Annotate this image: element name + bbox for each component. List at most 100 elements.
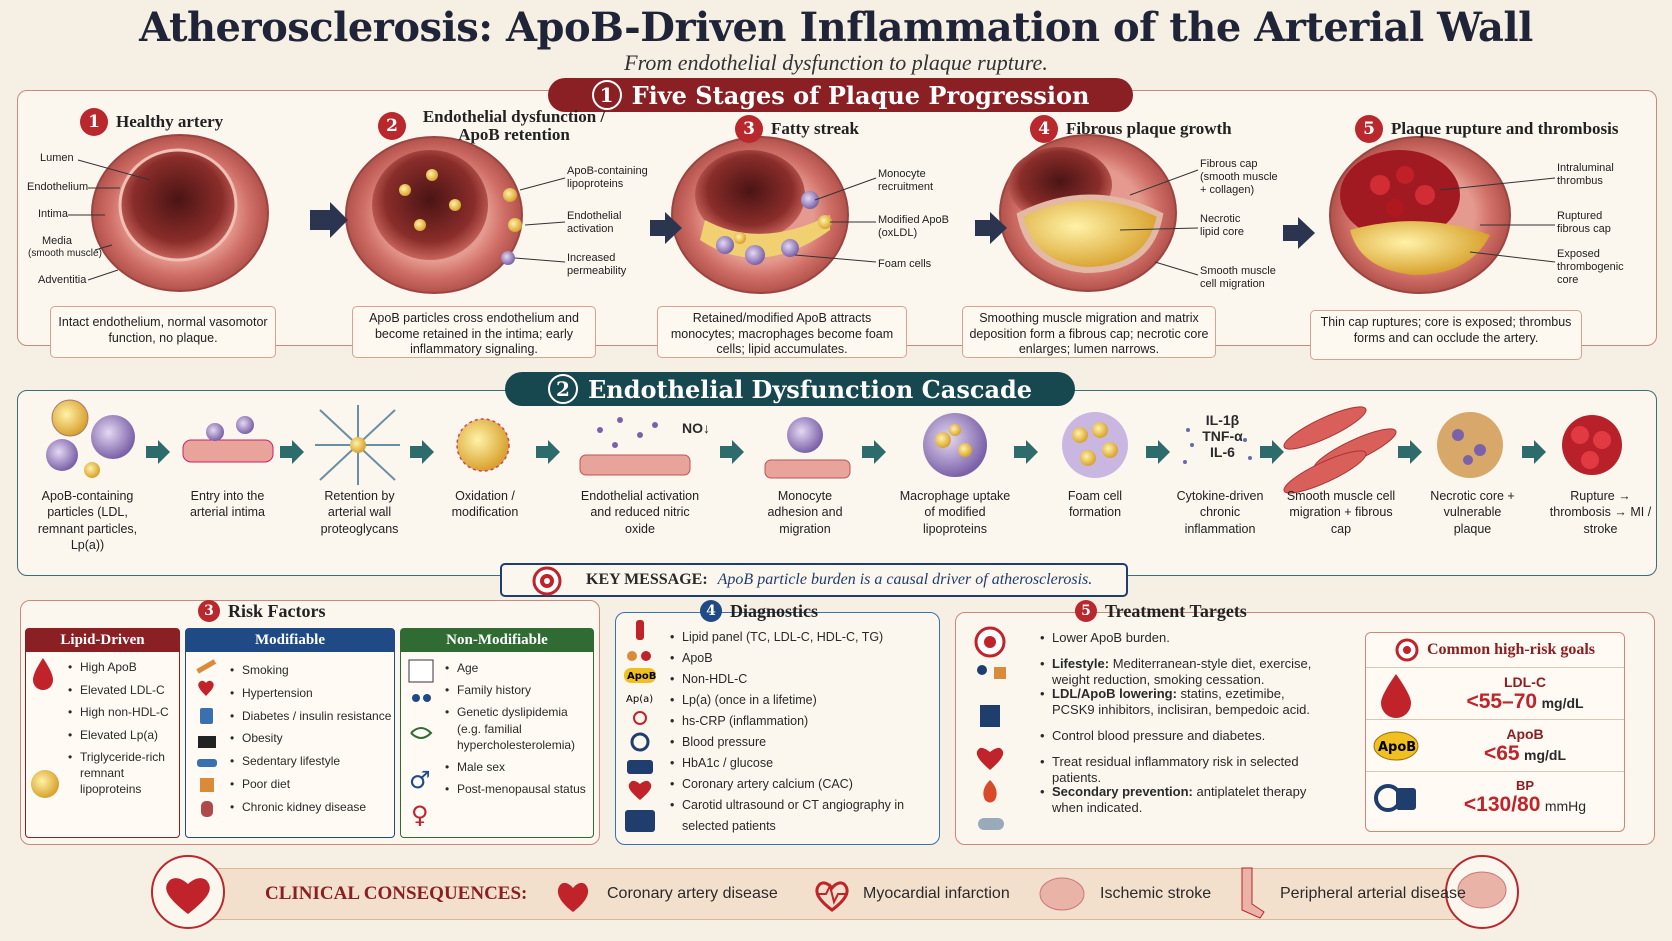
heart-icon [198, 680, 214, 696]
female-icon: ♀ [411, 801, 429, 829]
fibrous-plaque-illustration [999, 134, 1177, 292]
treatment-item-bold: LDL/ApoB lowering: [1052, 686, 1177, 701]
modifiable-risk-item: Sedentary lifestyle [230, 750, 394, 773]
brain-icon [1039, 877, 1085, 911]
diagnostic-item: HbA1c / glucose [670, 753, 935, 774]
goal-ldl-value: <55–70 [1466, 689, 1538, 713]
stage5-title-text: Plaque rupture and thrombosis [1391, 119, 1619, 138]
treatment-icons [974, 626, 1006, 830]
label-media-sub: (smooth muscle) [28, 248, 102, 259]
stage3-caption: Retained/modified ApoB attracts monocyte… [657, 306, 907, 358]
lipid-risk-item: Elevated Lp(a) [68, 728, 179, 744]
nonmodifiable-list: AgeFamily historyGenetic dyslipidemia (e… [401, 652, 593, 798]
nonmodifiable-header: Non-Modifiable [401, 629, 593, 652]
consequence-stroke: Ischemic stroke [1100, 885, 1212, 902]
goal-ldl-value-row: <55–70 mg/dL [1426, 690, 1624, 714]
goal-bp-name: BP [1515, 778, 1535, 793]
label-endothelial-activation: Endothelial activation [567, 210, 622, 236]
scale-icon [198, 736, 216, 748]
bullet: • [1040, 656, 1045, 671]
ultrasound-icon [625, 810, 655, 832]
test-tube-icon [636, 620, 644, 640]
goals-title: Common high-risk goals [1426, 641, 1596, 658]
label-foam-cells: Foam cells [878, 258, 932, 270]
crp-icon [633, 711, 647, 725]
stage5-caption: Thin cap ruptures; core is exposed; thro… [1310, 310, 1582, 360]
cascade-step-8: Foam cell formation [1067, 489, 1123, 520]
diagnostics-list: Lipid panel (TC, LDL-C, HDL-C, TG)ApoBNo… [670, 627, 935, 837]
cytokine-tnfa: TNF-α [1202, 428, 1243, 445]
key-message-text: ApoB particle burden is a causal driver … [717, 571, 1093, 588]
cigarette-icon [196, 659, 217, 674]
goal-apob-value: <65 [1483, 741, 1520, 765]
consequence-pad: Peripheral arterial disease [1280, 885, 1466, 902]
lipid-column: Lipid-Driven High ApoBElevated LDL-CHigh… [25, 628, 180, 838]
lipid-icons [31, 658, 59, 798]
label-adventitia: Adventitia [38, 274, 87, 286]
goal-apob-unit: mg/dL [1524, 746, 1567, 763]
cascade-step-3: Retention by arterial wall proteoglycans [320, 489, 399, 536]
bullet: • [1040, 784, 1045, 799]
label-endothelium: Endothelium [27, 181, 89, 193]
rupture-artery-illustration [1329, 136, 1511, 294]
lipoprotein-icon [31, 770, 59, 798]
stage4-number: 4 [1030, 115, 1058, 143]
fatty-streak-illustration [671, 136, 849, 294]
diagnostic-item: hs-CRP (inflammation) [670, 711, 935, 732]
treatment-item-text: antiplatelet therapy when indicated. [1052, 784, 1307, 816]
treatment-title-text: Treatment Targets [1105, 600, 1247, 621]
blood-drop-icon [33, 658, 53, 690]
risk-title-text: Risk Factors [228, 600, 326, 621]
treatment-title: 5 Treatment Targets [1075, 600, 1247, 622]
modifiable-risk-item: Obesity [230, 727, 394, 750]
male-icon: ♂ [409, 766, 431, 794]
family-icon [412, 694, 420, 702]
target-icon [1395, 638, 1419, 662]
stage2-title-text: Endothelial dysfunction / ApoB retention [422, 107, 606, 144]
lpa-icon-text: Ap(a) [626, 694, 653, 705]
goal-bp: BP <130/80 mmHg [1366, 771, 1624, 823]
section1-title: Five Stages of Plaque Progression [631, 80, 1090, 110]
no-decrease-label: NO↓ [682, 420, 710, 436]
page-subtitle: From endothelial dysfunction to plaque r… [624, 50, 1048, 75]
stage5-number: 5 [1355, 115, 1383, 143]
cascade-step-9: Cytokine-driven chronic inflammation [1176, 489, 1264, 536]
label-monocyte-recruitment: Monocyte recruitment [878, 168, 934, 194]
label-intima: Intima [38, 208, 68, 220]
goal-apob: ApoB ApoB <65 mg/dL [1366, 719, 1624, 771]
stage4-caption: Smoothing muscle migration and matrix de… [962, 306, 1216, 358]
stage2-number: 2 [378, 111, 406, 140]
diagnostic-item: ApoB [670, 648, 935, 669]
cascade-step-1: ApoB-containing particles (LDL, remnant … [37, 489, 138, 552]
bp-cuff-icon [630, 732, 650, 752]
key-message-label: KEY MESSAGE: [586, 571, 708, 588]
cytokine-labels: IL-1β TNF-α IL-6 [1195, 412, 1250, 460]
modifiable-risk-item: Smoking [230, 659, 394, 682]
diagnostics-title-text: Diagnostics [730, 600, 819, 621]
heart-icon [557, 882, 589, 912]
treatment-item: •LDL/ApoB lowering: statins, ezetimibe, … [1040, 686, 1330, 719]
healthy-artery-illustration [91, 134, 269, 292]
cascade-step-11: Necrotic core + vulnerable plaque [1430, 489, 1515, 536]
cytokine-il1b: IL-1β [1205, 412, 1240, 428]
stage1-title-text: Healthy artery [116, 112, 224, 131]
diagnostic-item: Non-HDL-C [670, 669, 935, 690]
diagnostic-item: Carotid ultrasound or CT angiography in … [670, 795, 935, 837]
page-title: Atherosclerosis: ApoB-Driven Inflammatio… [139, 4, 1533, 51]
consequence-cad: Coronary artery disease [607, 885, 778, 902]
label-apob-lipoproteins: ApoB-containing lipoproteins [567, 165, 648, 191]
modifiable-risk-item: Diabetes / insulin resistance [230, 705, 394, 728]
label-fibrous-cap: Fibrous cap (smooth muscle + collagen) [1200, 158, 1278, 197]
label-media: Media [42, 235, 72, 247]
treatment-item: •Treat residual inflammatory risk in sel… [1040, 754, 1330, 787]
bullet: • [1040, 728, 1045, 743]
section2-title: Endothelial Dysfunction Cascade [587, 374, 1033, 404]
goals-box: Common high-risk goals LDL-C <55–70 mg/d… [1365, 632, 1625, 832]
goal-apob-text: ApoB <65 mg/dL [1426, 726, 1624, 766]
target-icon [532, 566, 562, 596]
runner-icon [977, 665, 987, 675]
goal-apob-value-row: <65 mg/dL [1426, 742, 1624, 766]
label-lumen: Lumen [40, 152, 74, 164]
label-ruptured-cap: Ruptured fibrous cap [1557, 210, 1611, 236]
shoe-icon [197, 759, 217, 767]
